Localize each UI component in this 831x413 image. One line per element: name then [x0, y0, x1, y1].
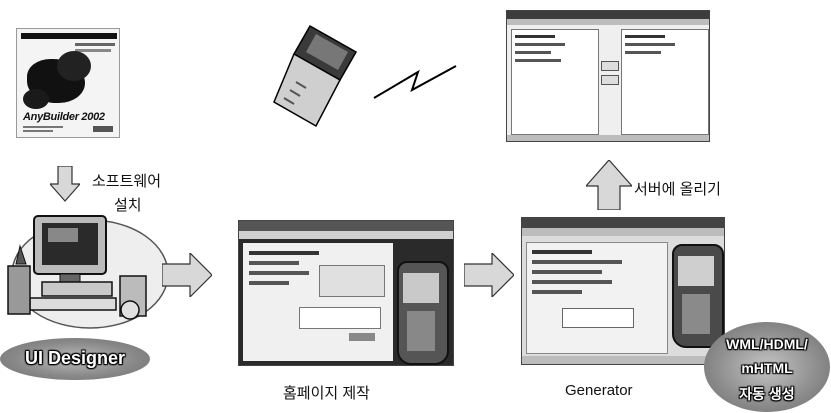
- upload-label: 서버에 올리기: [634, 181, 721, 198]
- homepage-label: 홈페이지 제작: [283, 385, 370, 402]
- ui-designer-label: UI Designer: [24, 348, 126, 368]
- output-format-line1: WML/HDML/: [726, 336, 808, 352]
- install-label-line2: 설치: [114, 197, 142, 214]
- arrow-up-icon: [586, 160, 632, 210]
- output-format-badge: WML/HDML/ mHTML 자동 생성: [704, 322, 830, 412]
- output-format-line2: mHTML: [741, 360, 793, 376]
- output-format-line3: 자동 생성: [739, 386, 795, 402]
- install-label-line1: 소프트웨어: [92, 173, 162, 190]
- product-title: AnyBuilder 2002: [23, 111, 105, 123]
- arrow-right-icon: [162, 253, 212, 297]
- arrow-right-icon: [464, 253, 514, 297]
- flip-phone-icon: [273, 24, 358, 128]
- generator-label: Generator: [565, 382, 633, 399]
- arrow-down-icon: [50, 166, 80, 202]
- product-box-image: AnyBuilder 2002: [16, 28, 120, 138]
- homepage-editor-screenshot: [238, 220, 454, 366]
- server-upload-screenshot: [506, 10, 710, 142]
- computer-icon: [7, 215, 169, 329]
- generator-screenshot: [521, 217, 725, 365]
- ui-designer-badge: UI Designer: [0, 338, 150, 380]
- wireless-signal-icon: [373, 65, 457, 99]
